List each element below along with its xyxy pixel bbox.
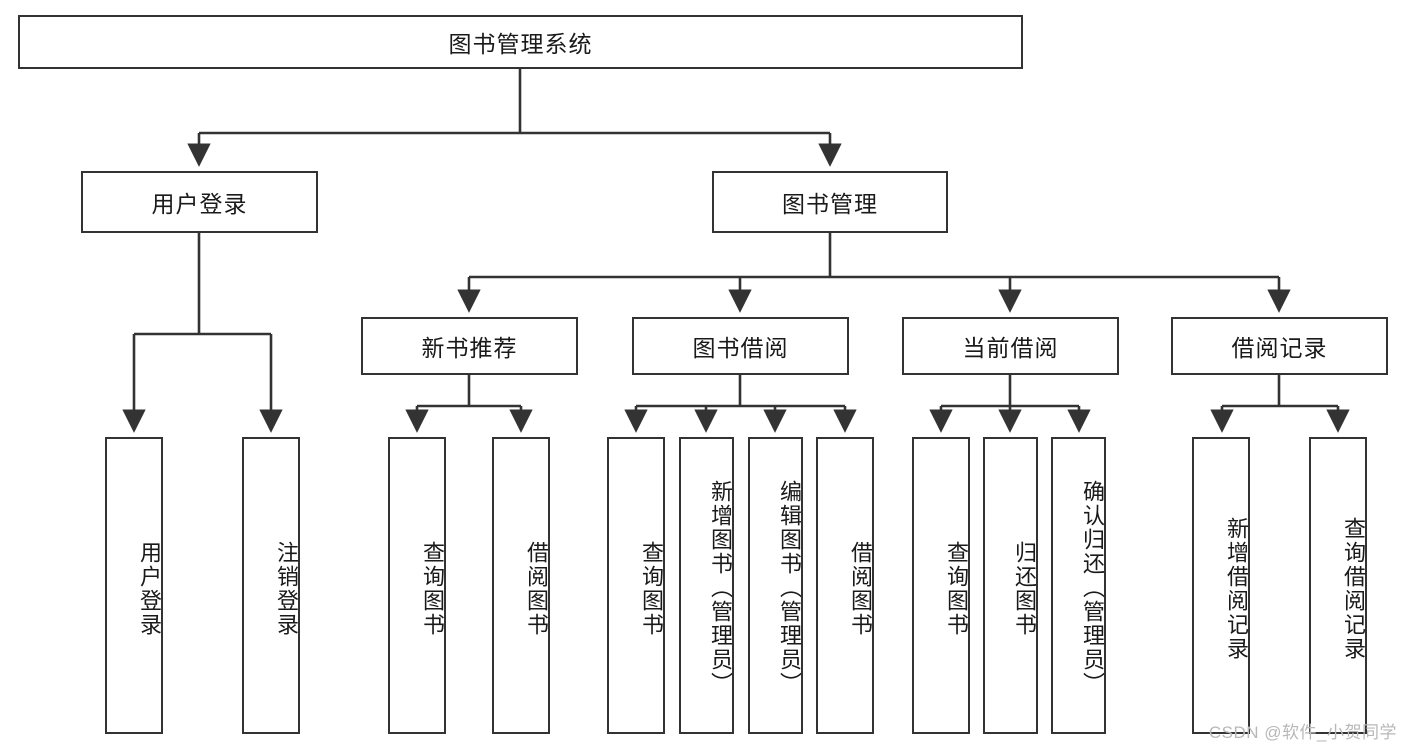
leaf-borrow-book-2[interactable]: 借阅图书 bbox=[816, 437, 874, 734]
node-book-manage-label: 图书管理 bbox=[782, 191, 878, 217]
node-borrow-record[interactable]: 借阅记录 bbox=[1171, 317, 1388, 375]
leaf-query-book-3-label: 查询图书 bbox=[944, 540, 969, 637]
leaf-query-book-1[interactable]: 查询图书 bbox=[388, 437, 446, 734]
leaf-query-record-label: 查询借阅记录 bbox=[1341, 516, 1366, 661]
leaf-query-book-1-label: 查询图书 bbox=[420, 540, 445, 637]
leaf-borrow-book-1-label: 借阅图书 bbox=[524, 540, 549, 637]
leaf-confirm-return-label: 确认归还（管理员） bbox=[1080, 479, 1105, 696]
node-book-manage[interactable]: 图书管理 bbox=[712, 171, 948, 233]
node-user-login[interactable]: 用户登录 bbox=[81, 171, 318, 233]
leaf-query-book-3[interactable]: 查询图书 bbox=[912, 437, 970, 734]
node-user-login-label: 用户登录 bbox=[151, 191, 248, 217]
leaf-add-record-label: 新增借阅记录 bbox=[1224, 516, 1249, 661]
leaf-confirm-return[interactable]: 确认归还（管理员） bbox=[1051, 437, 1106, 734]
leaf-user-logout-label: 注销登录 bbox=[274, 540, 299, 637]
leaf-user-login-label: 用户登录 bbox=[137, 540, 162, 637]
leaf-add-book[interactable]: 新增图书（管理员） bbox=[679, 437, 734, 734]
leaf-query-book-2-label: 查询图书 bbox=[639, 540, 664, 637]
node-current-borrow-label: 当前借阅 bbox=[962, 335, 1059, 361]
leaf-add-record[interactable]: 新增借阅记录 bbox=[1192, 437, 1250, 734]
csdn-watermark: CSDN @软件_小贺同学 bbox=[1208, 723, 1397, 742]
leaf-query-record[interactable]: 查询借阅记录 bbox=[1309, 437, 1367, 734]
node-new-book-recommend[interactable]: 新书推荐 bbox=[361, 317, 578, 375]
node-root-label: 图书管理系统 bbox=[448, 31, 593, 57]
leaf-edit-book[interactable]: 编辑图书（管理员） bbox=[748, 437, 803, 734]
node-book-borrow-label: 图书借阅 bbox=[692, 335, 789, 361]
leaf-borrow-book-2-label: 借阅图书 bbox=[848, 540, 873, 637]
leaf-add-book-label: 新增图书（管理员） bbox=[708, 479, 733, 696]
leaf-return-book[interactable]: 归还图书 bbox=[983, 437, 1038, 734]
leaf-borrow-book-1[interactable]: 借阅图书 bbox=[492, 437, 550, 734]
leaf-edit-book-label: 编辑图书（管理员） bbox=[777, 479, 802, 696]
node-root[interactable]: 图书管理系统 bbox=[18, 15, 1023, 69]
leaf-user-logout[interactable]: 注销登录 bbox=[242, 437, 300, 734]
node-book-borrow[interactable]: 图书借阅 bbox=[632, 317, 849, 375]
leaf-user-login[interactable]: 用户登录 bbox=[105, 437, 163, 734]
leaf-return-book-label: 归还图书 bbox=[1012, 540, 1037, 637]
node-new-book-recommend-label: 新书推荐 bbox=[421, 335, 518, 361]
node-current-borrow[interactable]: 当前借阅 bbox=[902, 317, 1119, 375]
node-borrow-record-label: 借阅记录 bbox=[1231, 335, 1328, 361]
leaf-query-book-2[interactable]: 查询图书 bbox=[607, 437, 665, 734]
